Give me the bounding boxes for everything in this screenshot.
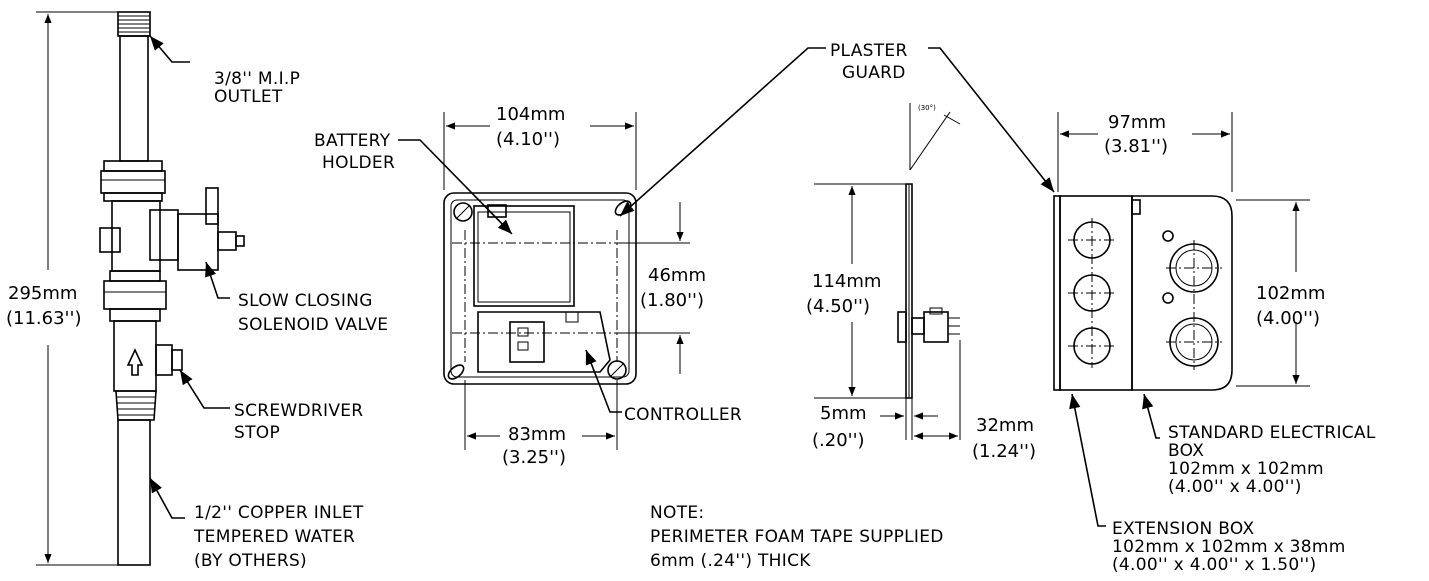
inlet-label-2: TEMPERED WATER xyxy=(193,527,355,547)
inner-height-mm: 46mm xyxy=(648,265,706,286)
angle-label: (30°) xyxy=(918,104,936,112)
inner-height-in: (1.80'') xyxy=(640,290,704,311)
std-box-label-3: 102mm x 102mm xyxy=(1168,459,1324,479)
inner-width-mm: 83mm xyxy=(508,424,566,445)
plate-width-in: (4.10'') xyxy=(496,129,560,150)
guard-thickness-mm: 5mm xyxy=(820,403,867,424)
projection-in: (1.24'') xyxy=(972,441,1036,462)
std-box-label-2: BOX xyxy=(1168,441,1204,461)
std-box-label-4: (4.00'' x 4.00'') xyxy=(1168,477,1302,497)
guard-thickness-in: (.20'') xyxy=(812,430,865,451)
controller-label: CONTROLLER xyxy=(624,405,742,425)
inlet-label-1: 1/2'' COPPER INLET xyxy=(194,503,364,523)
valve-height-in: (11.63'') xyxy=(6,308,81,329)
plate-width-mm: 104mm xyxy=(496,104,565,125)
projection-mm: 32mm xyxy=(976,415,1034,436)
note-line-1: PERIMETER FOAM TAPE SUPPLIED xyxy=(650,527,944,547)
front-view xyxy=(398,112,690,450)
side-height-in: (4.50'') xyxy=(806,296,870,317)
stop-label-1: SCREWDRIVER xyxy=(234,401,363,421)
ext-box-label-2: 102mm x 102mm x 38mm xyxy=(1112,537,1346,557)
valve-assembly xyxy=(36,11,245,566)
stop-label-2: STOP xyxy=(234,423,280,443)
inner-width-in: (3.25'') xyxy=(502,447,566,468)
box-height-in: (4.00'') xyxy=(1256,308,1320,329)
outlet-label-1: 3/8'' M.I.P xyxy=(214,69,300,89)
outlet-label-2: OUTLET xyxy=(214,87,283,107)
box-width-mm: 97mm xyxy=(1108,112,1166,133)
side-height-mm: 114mm xyxy=(812,271,881,292)
solenoid-label-2: SOLENOID VALVE xyxy=(238,315,388,335)
plaster-label-2: GUARD xyxy=(842,63,906,83)
battery-label-1: BATTERY xyxy=(314,131,391,151)
plaster-label-1: PLASTER xyxy=(830,41,908,61)
box-height-mm: 102mm xyxy=(1256,283,1325,304)
std-box-label-1: STANDARD ELECTRICAL xyxy=(1168,423,1376,443)
valve-height-mm: 295mm xyxy=(8,283,77,304)
ext-box-label-3: (4.00'' x 4.00'' x 1.50'') xyxy=(1112,555,1316,575)
battery-label-2: HOLDER xyxy=(322,153,395,173)
solenoid-label-1: SLOW CLOSING xyxy=(238,291,373,311)
note-title: NOTE: xyxy=(650,503,704,523)
box-view xyxy=(1053,112,1310,527)
side-view xyxy=(814,103,961,440)
box-width-in: (3.81'') xyxy=(1104,136,1168,157)
ext-box-label-1: EXTENSION BOX xyxy=(1112,519,1254,539)
inlet-label-3: (BY OTHERS) xyxy=(194,551,307,571)
note-line-2: 6mm (.24'') THICK xyxy=(650,551,811,571)
